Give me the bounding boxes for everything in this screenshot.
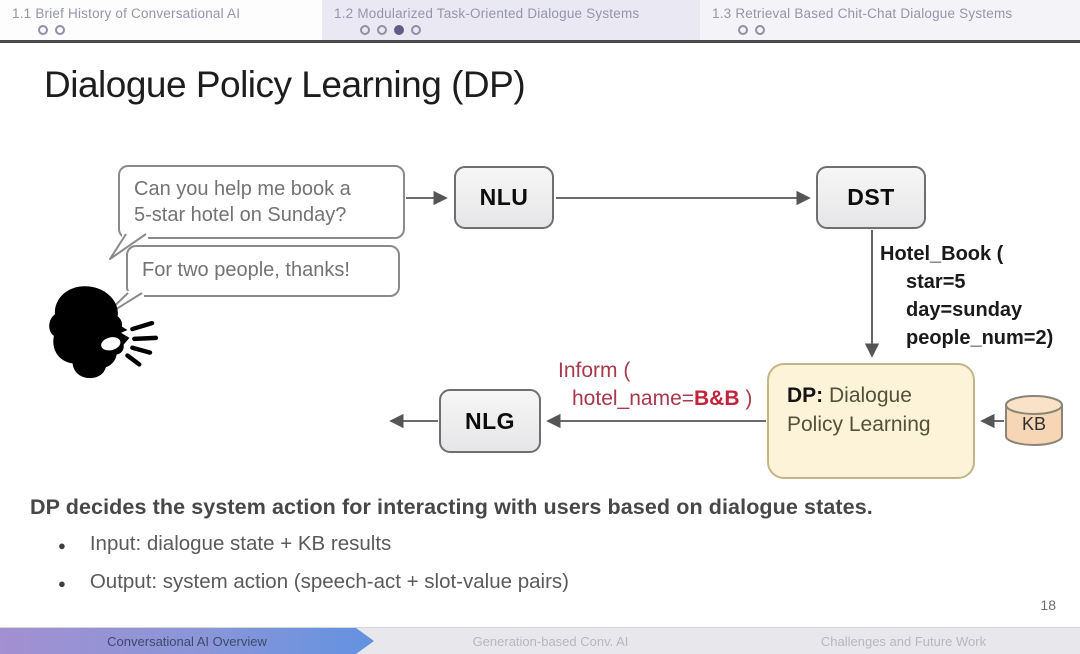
- dialogue-state-line: day=sunday: [906, 299, 1023, 321]
- speech-bubble-1: Can you help me book a 5-star hotel on S…: [118, 165, 405, 239]
- dialogue-state-line: star=5: [906, 271, 966, 293]
- page-number: 18: [1040, 597, 1056, 613]
- nav-section-1-3: 1.3 Retrieval Based Chit-Chat Dialogue S…: [700, 0, 1080, 40]
- kb-label: KB: [1021, 414, 1046, 434]
- nav-progress-dots: [360, 25, 700, 35]
- progress-dot: [360, 25, 370, 35]
- progress-dot: [55, 25, 65, 35]
- nlg-label: NLG: [464, 407, 516, 434]
- bullet-icon: [58, 569, 66, 597]
- progress-dot: [738, 25, 748, 35]
- speech-bubble-tail: [109, 232, 148, 260]
- dst-box: DST: [816, 166, 926, 229]
- dp-box: DP: Dialogue Policy Learning: [767, 363, 975, 479]
- nav-progress-dots: [38, 25, 322, 35]
- list-item: Input: dialogue state + KB results: [58, 531, 569, 559]
- system-action-line: Inform (: [558, 359, 631, 382]
- footer-section: Generation-based Conv. AI: [374, 628, 727, 654]
- nlu-label: NLU: [479, 184, 529, 210]
- slot-value: B&B: [694, 387, 740, 410]
- nav-section-1-2: 1.2 Modularized Task-Oriented Dialogue S…: [322, 0, 700, 40]
- progress-dot: [755, 25, 765, 35]
- speech-bubble-text: Can you help me book a: [134, 178, 351, 200]
- nav-progress-dots: [738, 25, 1080, 35]
- nav-section-1-1: 1.1 Brief History of Conversational AI: [0, 0, 322, 40]
- dst-label: DST: [847, 184, 895, 210]
- progress-dot: [411, 25, 421, 35]
- list-item: Output: system action (speech-act + slot…: [58, 569, 569, 597]
- bullet-text: Input: dialogue state + KB results: [89, 532, 392, 555]
- footer-section-label: Conversational AI Overview: [107, 633, 267, 649]
- speaking-person-icon: [49, 286, 159, 379]
- key-statement: DP decides the system action for interac…: [30, 495, 873, 519]
- speech-bubble-text: 5-star hotel on Sunday?: [134, 204, 347, 226]
- dialogue-state-line: people_num=2): [906, 327, 1054, 349]
- nav-section-label: 1.1 Brief History of Conversational AI: [12, 6, 241, 21]
- progress-dot: [38, 25, 48, 35]
- footer-section-label: Generation-based Conv. AI: [472, 633, 629, 649]
- nav-section-label: 1.3 Retrieval Based Chit-Chat Dialogue S…: [712, 6, 1013, 21]
- dialogue-state-text: Hotel_Book ( star=5 day=sunday people_nu…: [880, 240, 1053, 352]
- speech-bubble-text: For two people, thanks!: [142, 259, 350, 281]
- progress-dot: [377, 25, 387, 35]
- kb-database: KB: [1002, 394, 1066, 448]
- speech-bubble-2: For two people, thanks!: [126, 245, 400, 297]
- footer-nav-bar: Conversational AI Overview Generation-ba…: [0, 627, 1080, 654]
- bullet-list: Input: dialogue state + KB results Outpu…: [58, 531, 569, 607]
- footer-section-current: Conversational AI Overview: [0, 628, 374, 654]
- bullet-icon: [58, 531, 66, 559]
- system-action-line: hotel_name=B&B ): [572, 385, 752, 413]
- bullet-text: Output: system action (speech-act + slot…: [89, 570, 569, 593]
- dialogue-state-line: Hotel_Book (: [880, 243, 1004, 265]
- slot-name: hotel_name=: [572, 387, 695, 410]
- progress-dot: [394, 25, 404, 35]
- dp-box-prefix: DP:: [787, 384, 824, 407]
- dp-box-label: Dialogue Policy Learning: [787, 384, 931, 437]
- footer-section-label: Challenges and Future Work: [820, 633, 987, 649]
- system-action-text: Inform ( hotel_name=B&B ): [558, 357, 752, 413]
- slot-suffix: ): [739, 387, 753, 410]
- footer-section: Challenges and Future Work: [727, 628, 1080, 654]
- database-cylinder-icon: [1005, 395, 1063, 446]
- nlu-box: NLU: [454, 166, 554, 229]
- nav-section-label: 1.2 Modularized Task-Oriented Dialogue S…: [334, 6, 640, 21]
- page-title: Dialogue Policy Learning (DP): [44, 64, 526, 105]
- nlg-box: NLG: [439, 389, 541, 453]
- section-nav-bar: 1.1 Brief History of Conversational AI 1…: [0, 0, 1080, 43]
